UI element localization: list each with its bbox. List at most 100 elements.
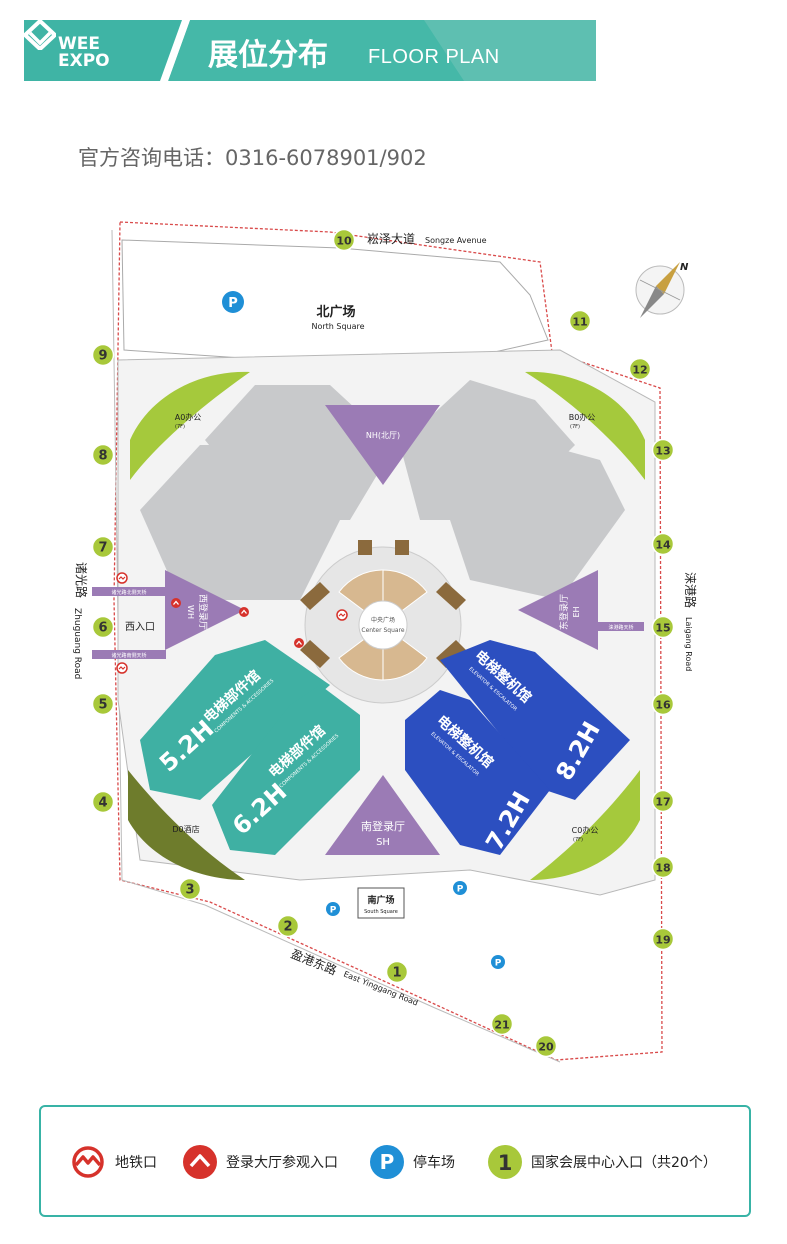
parking-icon: P bbox=[491, 955, 505, 969]
gate-number: 4 bbox=[98, 796, 107, 811]
hall-nw-lower bbox=[140, 445, 340, 600]
south-square-label-en: South Square bbox=[364, 909, 398, 915]
gate-marker-15: 15 bbox=[651, 615, 675, 639]
banner-background bbox=[24, 20, 596, 81]
wh-lobby-label-en: WH bbox=[186, 605, 195, 619]
eh-lobby-label-en: EH bbox=[572, 606, 581, 617]
c0-office-label: C0办公 bbox=[572, 825, 599, 835]
svg-text:P: P bbox=[228, 296, 238, 311]
road-right-en: Laigang Road bbox=[684, 617, 693, 671]
gate-marker-4: 4 bbox=[91, 790, 115, 814]
south-square-label: 南广场 bbox=[367, 894, 394, 906]
north-square-area bbox=[121, 239, 549, 363]
gate-number: 1 bbox=[392, 966, 401, 981]
legend-metro-label: 地铁口 bbox=[115, 1155, 157, 1171]
hall-7-2h bbox=[405, 690, 550, 855]
compass-icon: N bbox=[635, 262, 689, 318]
floor-plan-map: 中央广场 Center Square 南广场 South Square 电梯部件… bbox=[72, 221, 698, 1063]
gate-number: 21 bbox=[494, 1019, 509, 1032]
gate-number: 16 bbox=[655, 699, 671, 712]
brand-line2: EXPO bbox=[58, 51, 110, 71]
svg-text:P: P bbox=[330, 906, 337, 916]
hall-5-2h bbox=[140, 640, 330, 800]
metro-icon bbox=[116, 572, 128, 584]
legend-parking: P 停车场 bbox=[369, 1144, 455, 1180]
hotline-text: 官方咨询电话：0316-6078901/902 bbox=[78, 146, 427, 170]
a0-office-label: A0办公 bbox=[175, 412, 202, 422]
gate-marker-6: 6 bbox=[91, 615, 115, 639]
metro-icon bbox=[72, 1146, 104, 1178]
sh-lobby bbox=[325, 775, 440, 855]
svg-text:P: P bbox=[495, 959, 502, 969]
gate-marker-1: 1 bbox=[385, 960, 409, 984]
bridges: 诸光路北侧天桥 诸光路南侧天桥 涞港路天桥 bbox=[92, 587, 644, 659]
gate-number: 15 bbox=[655, 622, 670, 635]
center-square-label-en: Center Square bbox=[361, 627, 405, 634]
gate-number: 12 bbox=[632, 364, 647, 377]
bridge-east-label: 涞港路天桥 bbox=[608, 624, 633, 631]
road-right-cn: 涞港路 bbox=[683, 572, 698, 608]
svg-text:P: P bbox=[380, 1150, 395, 1174]
page-title-en: FLOOR PLAN bbox=[368, 46, 500, 68]
lobby-entry-icon bbox=[171, 598, 181, 608]
c0-office-block bbox=[530, 770, 640, 880]
gate-number: 13 bbox=[655, 445, 670, 458]
parking-markers: P P P P bbox=[222, 291, 505, 969]
gate-marker-9: 9 bbox=[91, 343, 115, 367]
brand-line1: WEE bbox=[58, 34, 100, 54]
gate-number: 6 bbox=[98, 621, 107, 636]
b0-office-floors: (7F) bbox=[570, 424, 580, 430]
north-square-label-en: North Square bbox=[311, 322, 364, 331]
svg-text:P: P bbox=[457, 885, 464, 895]
lobby-entry-markers bbox=[171, 598, 304, 648]
gate-marker-10: 10 bbox=[332, 228, 356, 252]
parking-icon: P bbox=[453, 881, 467, 895]
sh-lobby-label-en: SH bbox=[376, 837, 390, 848]
gate-marker-21: 21 bbox=[490, 1012, 514, 1036]
metro-icon bbox=[336, 609, 348, 621]
eh-lobby bbox=[518, 570, 598, 650]
gate-number: 3 bbox=[185, 883, 194, 898]
lobby-entry-icon bbox=[239, 607, 249, 617]
legend-gate-label: 国家会展中心入口（共20个） bbox=[531, 1155, 717, 1171]
gate-marker-8: 8 bbox=[91, 443, 115, 467]
eh-lobby-label-cn: 东登录厅 bbox=[558, 594, 570, 630]
gate-marker-5: 5 bbox=[91, 692, 115, 716]
d0-hotel-block bbox=[128, 770, 245, 880]
lobby-entry-icon bbox=[183, 1145, 217, 1179]
compass-north-label: N bbox=[680, 262, 689, 273]
c0-office-floors: (7F) bbox=[573, 837, 583, 843]
road-bottom-cn: 盈港东路 bbox=[289, 946, 339, 978]
wh-lobby-label-cn: 西登录厅 bbox=[197, 594, 208, 630]
road-left-cn: 诸光路 bbox=[74, 562, 89, 598]
parking-icon: P bbox=[222, 291, 244, 313]
wee-logo-icon bbox=[24, 20, 56, 50]
wh-lobby bbox=[165, 570, 245, 650]
gate-marker-14: 14 bbox=[651, 532, 675, 556]
hall-8-2h bbox=[440, 640, 630, 800]
hall-6-2h bbox=[212, 685, 360, 855]
sh-lobby-label-cn: 南登录厅 bbox=[361, 819, 405, 833]
b0-office-block bbox=[525, 371, 645, 480]
gate-number: 5 bbox=[98, 698, 107, 713]
gate-marker-17: 17 bbox=[651, 789, 675, 813]
a0-office-floors: (7F) bbox=[175, 424, 185, 430]
gate-marker-11: 11 bbox=[568, 309, 592, 333]
a0-office-block bbox=[130, 371, 250, 480]
gate-number: 18 bbox=[655, 862, 670, 875]
gate-number: 19 bbox=[655, 934, 670, 947]
page-title: 展位分布 bbox=[208, 38, 328, 73]
b0-office-label: B0办公 bbox=[569, 412, 596, 422]
lobby-entry-icon bbox=[294, 638, 304, 648]
site-boundary bbox=[113, 221, 663, 1061]
gate-number: 11 bbox=[572, 316, 587, 329]
legend-gate: 1 国家会展中心入口（共20个） bbox=[487, 1144, 717, 1180]
legend-parking-label: 停车场 bbox=[413, 1155, 455, 1171]
metro-icon bbox=[116, 662, 128, 674]
d0-hotel-label: D0酒店 bbox=[172, 824, 199, 834]
gate-marker-20: 20 bbox=[534, 1034, 558, 1058]
parking-icon: P bbox=[370, 1145, 404, 1179]
legend-metro: 地铁口 bbox=[69, 1144, 157, 1180]
header-banner: WEE EXPO 展位分布 FLOOR PLAN bbox=[24, 20, 596, 81]
